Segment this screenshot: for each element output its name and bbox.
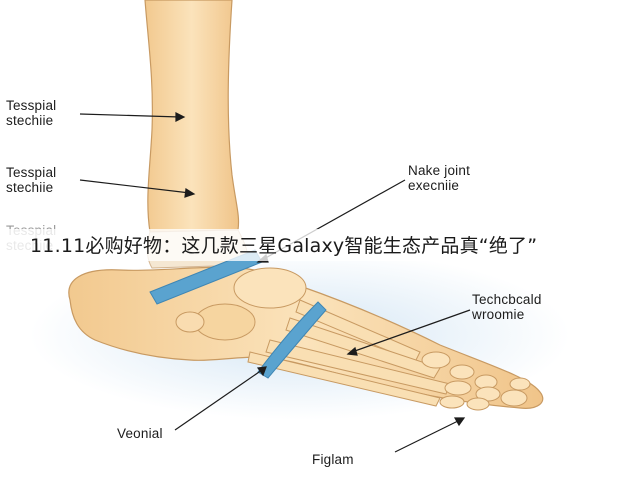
caption-text: 11.11必购好物：这几款三星Galaxy智能生态产品真“绝了”	[30, 235, 538, 257]
ligament-band-lower	[257, 301, 327, 379]
caption-overlay	[0, 229, 640, 261]
label-right-top: Nake joint execniie	[408, 163, 471, 193]
label-bottom-left: Veonial	[117, 426, 163, 441]
phalanges	[421, 351, 531, 411]
label-right-mid: Techcbcald wroomie	[472, 292, 542, 322]
label-bottom-right: Figlam	[312, 452, 354, 467]
label-left-mid: Tesspial stechiie	[6, 165, 57, 195]
cuboid-bone	[175, 311, 205, 333]
talus-bone	[233, 267, 307, 309]
label-left-top: Tesspial stechiie	[6, 98, 57, 128]
